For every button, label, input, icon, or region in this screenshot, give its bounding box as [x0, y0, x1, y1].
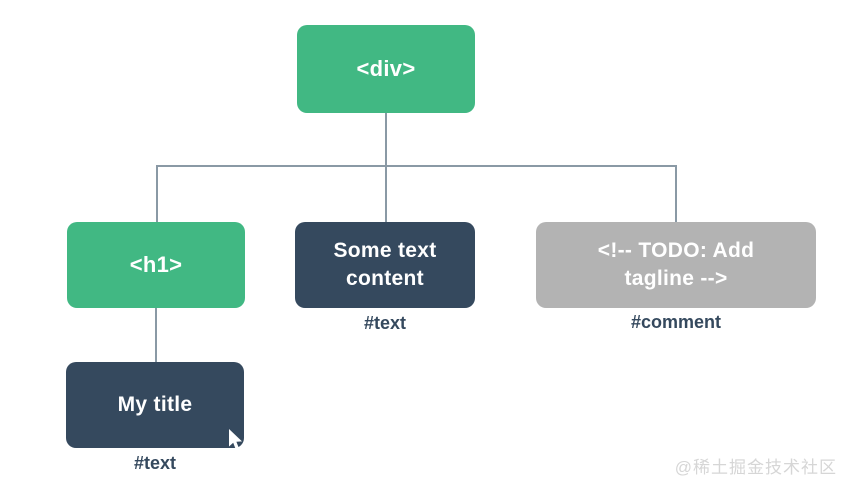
- connector-to-comment: [675, 166, 677, 223]
- node-text-content-label: Some text content: [333, 239, 437, 290]
- node-h1-element: <h1>: [67, 222, 245, 308]
- annotation-my-title-text-node: #text: [133, 453, 177, 473]
- connector-to-h1: [156, 166, 158, 223]
- watermark: @稀土掘金技术社区: [674, 458, 837, 477]
- connector-horizontal: [156, 165, 677, 167]
- connector-to-text-node: [385, 166, 387, 223]
- connector-root-down: [385, 113, 387, 166]
- node-div-element: <div>: [297, 25, 475, 113]
- annotation-comment-node: #comment: [630, 312, 722, 332]
- node-div-label: <div>: [356, 56, 416, 81]
- node-text-content: Some text content: [295, 222, 475, 308]
- mouse-cursor-icon: [229, 429, 242, 451]
- node-my-title: My title: [66, 362, 244, 448]
- connector-h1-to-mytitle: [155, 307, 157, 363]
- node-comment-label: <!-- TODO: Add tagline -->: [597, 239, 755, 290]
- node-comment: <!-- TODO: Add tagline -->: [536, 222, 816, 308]
- annotation-text-node: #text: [363, 313, 407, 333]
- node-h1-label: <h1>: [129, 252, 183, 277]
- node-my-title-label: My title: [117, 393, 193, 416]
